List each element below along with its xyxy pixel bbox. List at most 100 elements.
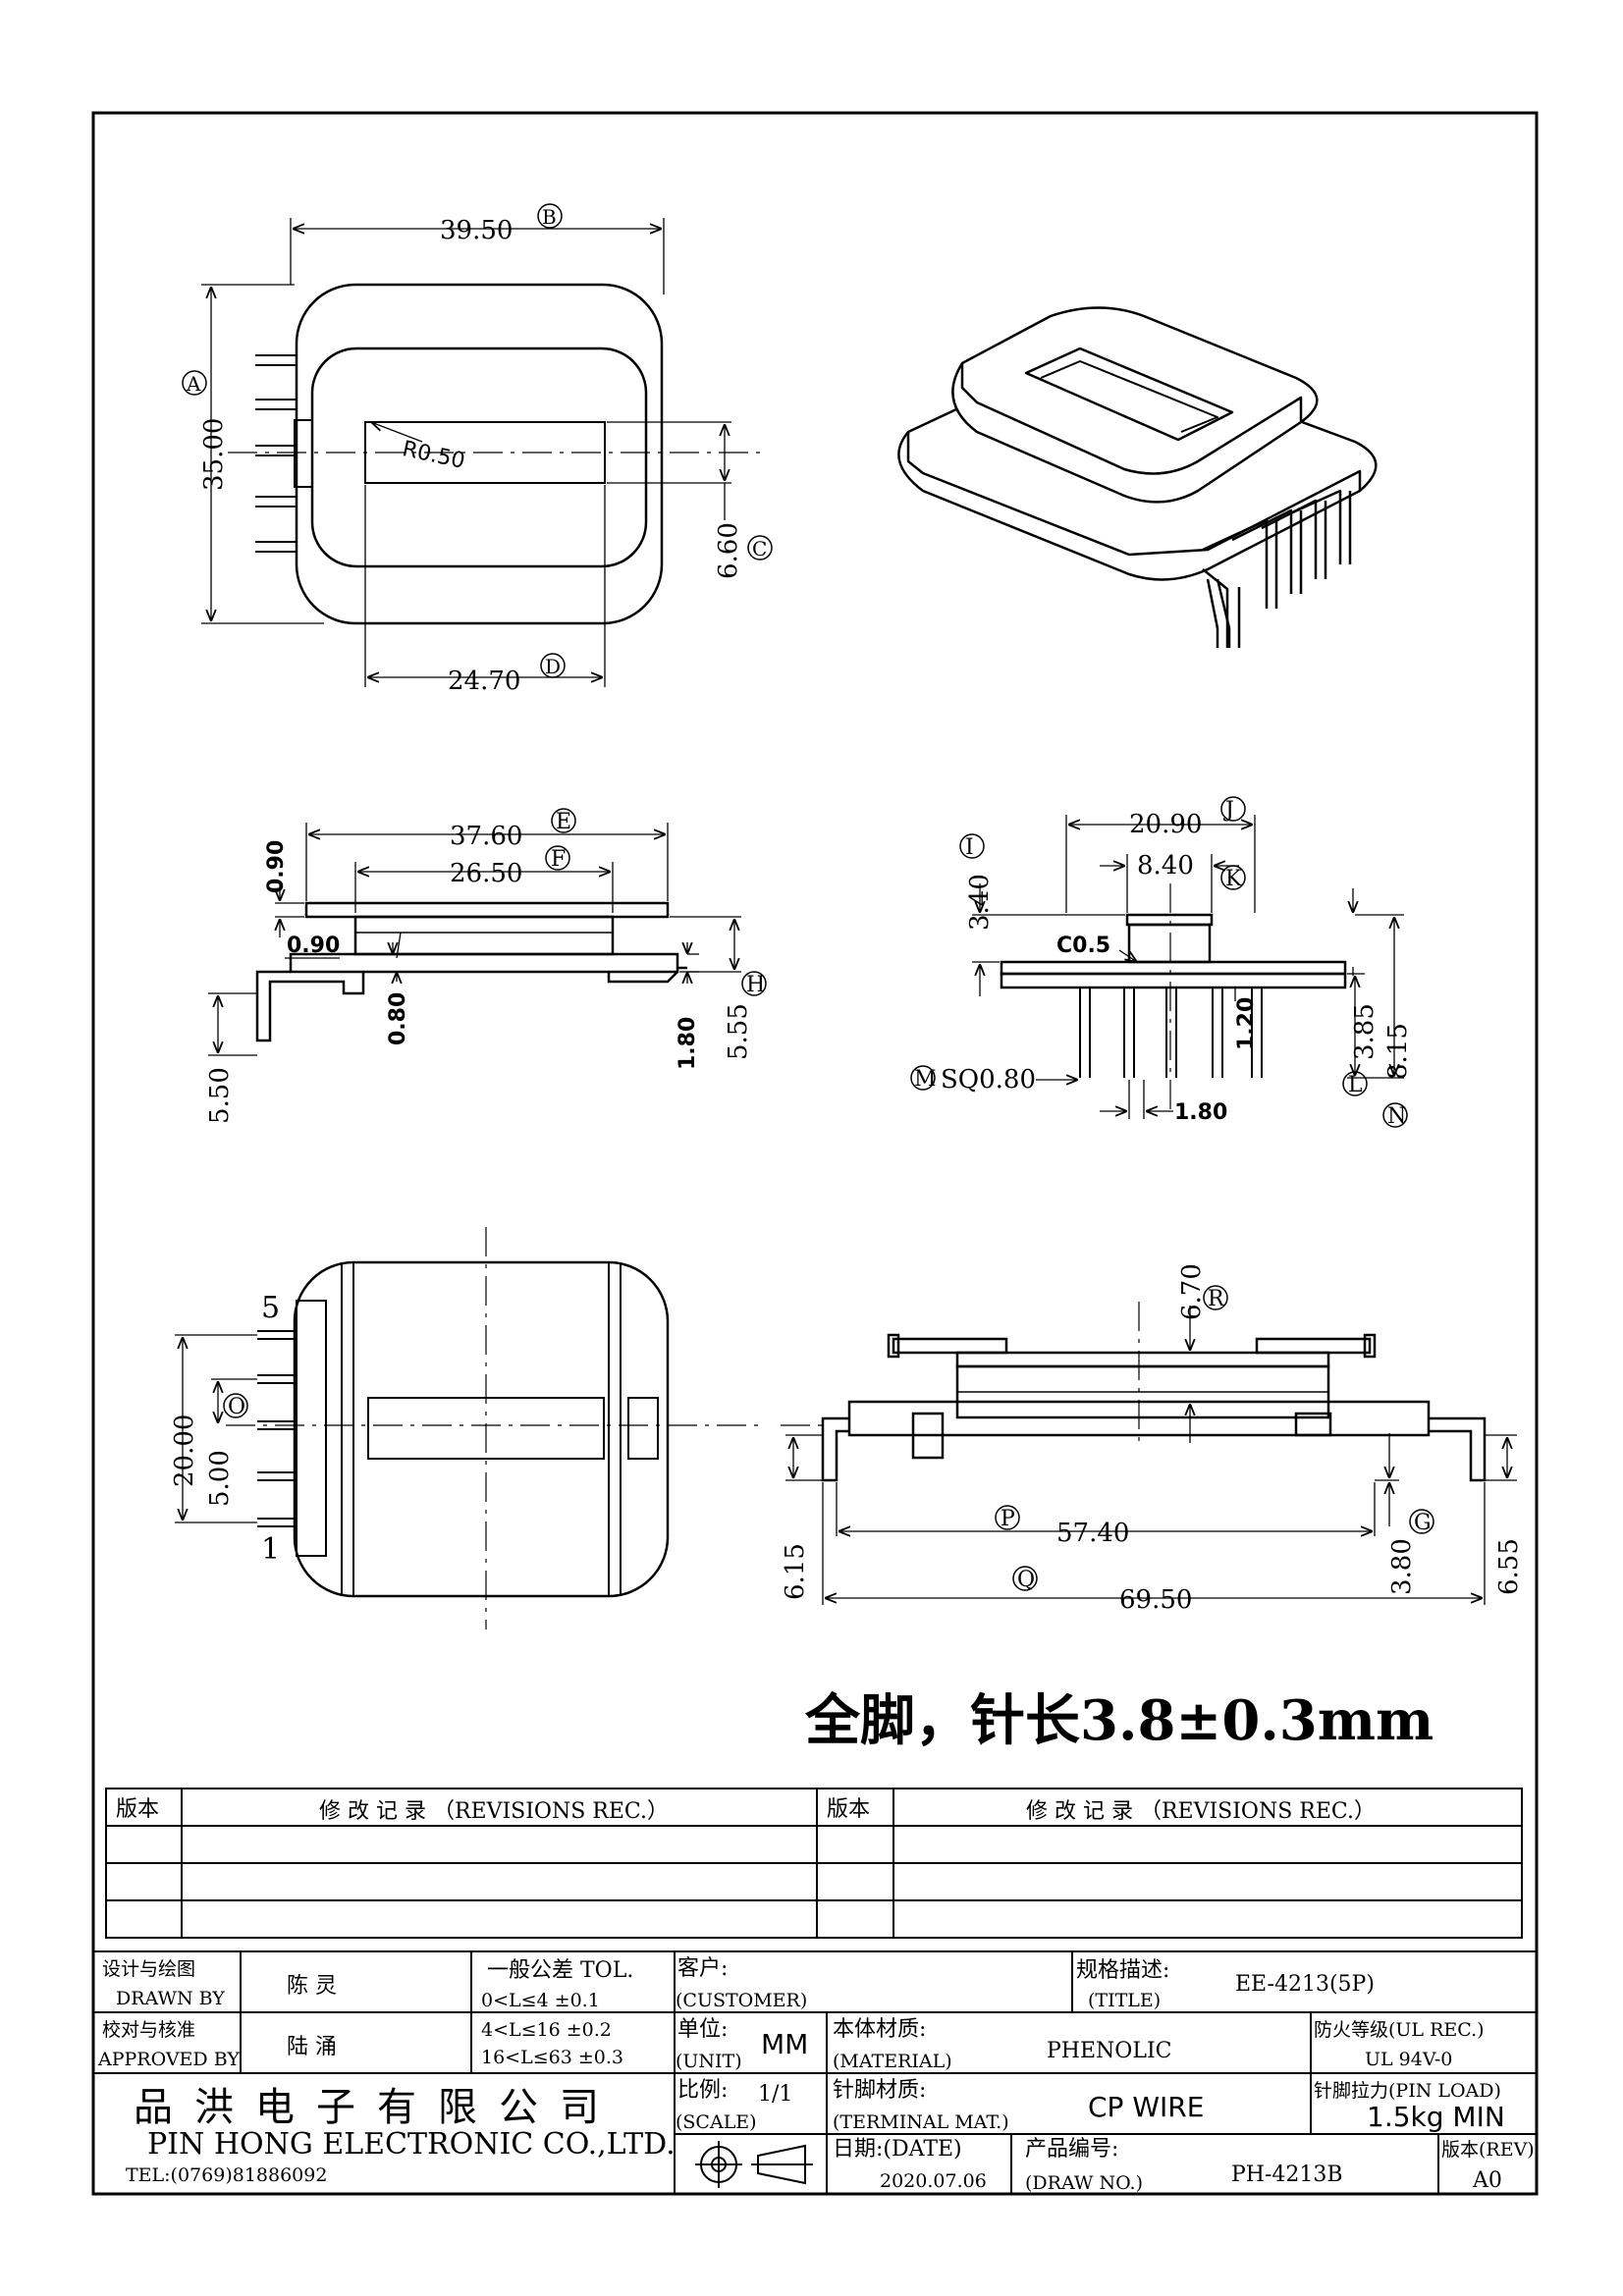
- front-elevation: [821, 1302, 1487, 1482]
- dim-q-value: 69.50: [1119, 1585, 1192, 1615]
- dim-c-value: 6.60: [714, 522, 743, 579]
- top-view-dims: [201, 218, 731, 687]
- material-en: (MATERIAL): [833, 2051, 952, 2072]
- title-value: EE-4213(5P): [1235, 1972, 1375, 1997]
- title-cn: 规格描述:: [1076, 1958, 1169, 1983]
- projection-symbol: [695, 2141, 813, 2188]
- dim-e-letter: E: [556, 810, 571, 834]
- company-cn: 品洪电子有限公司: [134, 2085, 621, 2130]
- dim-090-vertical: 0.90: [264, 840, 289, 893]
- dim-d-value: 24.70: [448, 667, 520, 696]
- bottom-view-dims: [175, 1334, 257, 1523]
- rev-ver-header-right: 版本: [827, 1797, 870, 1822]
- terminal-en: (TERMINAL MAT.): [833, 2111, 1009, 2133]
- dim-j-value: 20.90: [1129, 810, 1202, 839]
- dim-n-letter: N: [1387, 1104, 1406, 1129]
- pin-length-note: 全脚，针长3.8±0.3mm: [804, 1688, 1434, 1753]
- dim-k-value: 8.40: [1137, 851, 1194, 881]
- front-elevation-dims: [781, 1306, 1517, 1605]
- rev-header-right: 修 改 记 录 （REVISIONS REC.）: [1026, 1799, 1376, 1824]
- tol-row-3: 16<L≤63 ±0.3: [481, 2047, 623, 2068]
- pin-load-cn: 针脚拉力(PIN LOAD): [1314, 2080, 1501, 2102]
- title-block: [92, 1950, 1538, 2195]
- dim-b-letter: B: [542, 205, 557, 229]
- unit-en: (UNIT): [676, 2051, 742, 2072]
- dim-o-value: 5.00: [205, 1450, 235, 1507]
- drawn-by-en: DRAWN BY: [116, 1988, 225, 2009]
- top-view: [228, 283, 766, 625]
- tol-title: 一般公差 TOL.: [487, 1958, 633, 1983]
- ul-value: UL 94V-0: [1365, 2049, 1452, 2070]
- drawn-by-name: 陈 灵: [287, 1974, 337, 1999]
- dim-180-pitch: 1.80: [1174, 1100, 1227, 1125]
- dim-a-value: 35.00: [199, 418, 229, 491]
- pin-1-label: 1: [261, 1532, 280, 1567]
- scale-en: (SCALE): [676, 2111, 757, 2133]
- dim-180: 1.80: [676, 1017, 700, 1070]
- dim-r-value: 6.70: [1177, 1263, 1207, 1320]
- dim-n-value: 8.15: [1383, 1023, 1413, 1080]
- dim-j-letter: J: [1223, 798, 1234, 823]
- dim-655: 6.55: [1494, 1538, 1524, 1595]
- rev-cn: 版本(REV): [1441, 2139, 1535, 2161]
- dim-m-letter: M: [914, 1067, 937, 1092]
- dim-r-letter: R: [1208, 1287, 1225, 1311]
- dim-h-value: 5.55: [724, 1003, 753, 1060]
- side-view: [1000, 883, 1347, 1109]
- scale-value: 1/1: [758, 2082, 792, 2107]
- company-tel: TEL:(0769)81886092: [126, 2164, 327, 2186]
- dim-k-letter: K: [1225, 867, 1242, 891]
- rev-value: A0: [1472, 2168, 1502, 2193]
- dim-120: 1.20: [1234, 997, 1259, 1050]
- dim-2000: 20.00: [170, 1415, 199, 1487]
- dim-p-letter: P: [1001, 1507, 1015, 1531]
- dim-h-letter: H: [746, 973, 765, 997]
- revisions-table: [105, 1788, 1523, 1939]
- rev-header-left: 修 改 记 录 （REVISIONS REC.）: [319, 1799, 669, 1824]
- dim-f-letter: F: [551, 847, 566, 872]
- top-pins: [255, 354, 313, 553]
- dim-e-value: 37.60: [450, 822, 522, 851]
- tol-row-2: 4<L≤16 ±0.2: [481, 2019, 612, 2041]
- date-value: 2020.07.06: [880, 2170, 987, 2192]
- pin-5-label: 5: [261, 1291, 280, 1325]
- isometric-view: [897, 306, 1378, 648]
- dim-b-value: 39.50: [440, 216, 513, 245]
- company-en: PIN HONG ELECTRONIC CO.,LTD.: [147, 2127, 676, 2162]
- bottom-view: [226, 1227, 766, 1629]
- approved-cn: 校对与核准: [102, 2019, 195, 2041]
- dim-g-value: 3.80: [1387, 1538, 1417, 1595]
- dim-615: 6.15: [781, 1543, 810, 1600]
- approved-en: APPROVED BY: [97, 2049, 240, 2070]
- outer-flange: [295, 283, 664, 625]
- tol-row-1: 0<L≤4 ±0.1: [481, 1990, 600, 2011]
- front-view: [255, 901, 687, 1042]
- material-value: PHENOLIC: [1047, 2039, 1171, 2063]
- dim-r050: R0.50: [401, 437, 467, 474]
- pin-load-value: 1.5kg MIN: [1367, 2101, 1505, 2133]
- dim-q-letter: Q: [1017, 1568, 1035, 1592]
- ul-cn: 防火等级(UL REC.): [1314, 2019, 1485, 2041]
- dim-090-horizontal: 0.90: [287, 934, 340, 958]
- iso-window: [1024, 347, 1234, 442]
- drawn-by-cn: 设计与绘图: [102, 1958, 195, 1980]
- customer-en: (CUSTOMER): [676, 1990, 807, 2011]
- scale-cn: 比例:: [677, 2078, 728, 2103]
- dim-f-value: 26.50: [450, 859, 522, 888]
- rev-ver-header-left: 版本: [116, 1797, 159, 1822]
- title-en: (TITLE): [1088, 1990, 1161, 2011]
- iso-pins: [1202, 489, 1352, 648]
- side-view-dims: [972, 815, 1404, 1119]
- dim-080: 0.80: [386, 992, 410, 1045]
- dim-p-value: 57.40: [1056, 1519, 1129, 1548]
- dim-c-letter: C: [752, 537, 767, 561]
- front-view-dims: [208, 823, 741, 1056]
- customer-cn: 客户:: [677, 1956, 728, 1981]
- dim-m-value: SQ0.80: [941, 1065, 1036, 1095]
- dim-l-value: 3.85: [1350, 1003, 1380, 1060]
- dim-i-value: 3.40: [965, 874, 995, 931]
- draw-no-cn: 产品编号:: [1025, 2137, 1118, 2162]
- material-cn: 本体材质:: [833, 2017, 926, 2042]
- dim-o-letter: O: [228, 1395, 245, 1419]
